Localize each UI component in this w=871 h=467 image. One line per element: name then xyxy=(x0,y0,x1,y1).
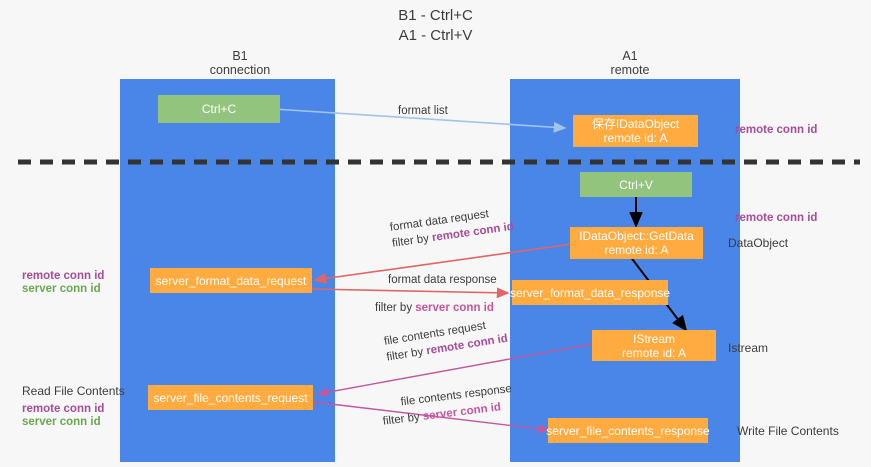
edge-label-format-data-response: format data response filter by server co… xyxy=(375,273,507,314)
diagram-title: B1 - Ctrl+C A1 - Ctrl+V xyxy=(398,7,473,44)
edge-label-format-data-response-line2: filter by server conn id xyxy=(375,301,494,316)
node-ctrl-c[interactable]: Ctrl+C xyxy=(158,95,280,123)
side-label-istream: Istream xyxy=(728,341,769,355)
column-header-b1: B1 connection xyxy=(209,49,271,77)
node-server-file-contents-request[interactable]: server_file_contents_request xyxy=(148,385,313,410)
side-label-left-remote-conn-id-2: remote conn id xyxy=(22,403,105,415)
filter-by-text: filter by xyxy=(375,302,416,314)
filter-by-text: filter by xyxy=(382,410,424,428)
side-label-read-file-contents: Read File Contents xyxy=(22,384,125,398)
node-server-file-contents-response[interactable]: server_file_contents_response xyxy=(546,418,710,443)
edge-label-format-data-response-line1: format data response xyxy=(388,274,497,286)
side-label-remote-conn-id-mid: remote conn id xyxy=(735,212,818,224)
side-label-left-remote-conn-id: remote conn id xyxy=(22,270,105,282)
node-istream[interactable]: IStream remote id: A xyxy=(592,330,716,361)
column-header-a1: A1 remote xyxy=(610,49,650,77)
side-label-write-file-contents: Write File Contents xyxy=(737,424,839,438)
node-ctrl-v[interactable]: Ctrl+V xyxy=(580,172,692,197)
side-label-left-server-conn-id: server conn id xyxy=(22,283,101,295)
side-label-left-server-conn-id-2: server conn id xyxy=(22,416,101,428)
node-idataobject-getdata[interactable]: IDataObject::GetData remote id: A xyxy=(570,227,703,259)
node-server-format-data-request[interactable]: server_format_data_request xyxy=(150,268,312,293)
accent-server-conn-id: server conn id xyxy=(415,302,494,314)
side-label-dataobject: DataObject xyxy=(728,236,789,250)
node-server-format-data-response[interactable]: server_format_data_response xyxy=(510,280,670,305)
edge-label-format-list: format list xyxy=(398,105,448,117)
node-save-idataobject[interactable]: 保存IDataObject remote id: A xyxy=(573,115,698,147)
side-label-remote-conn-id-top: remote conn id xyxy=(735,124,818,136)
